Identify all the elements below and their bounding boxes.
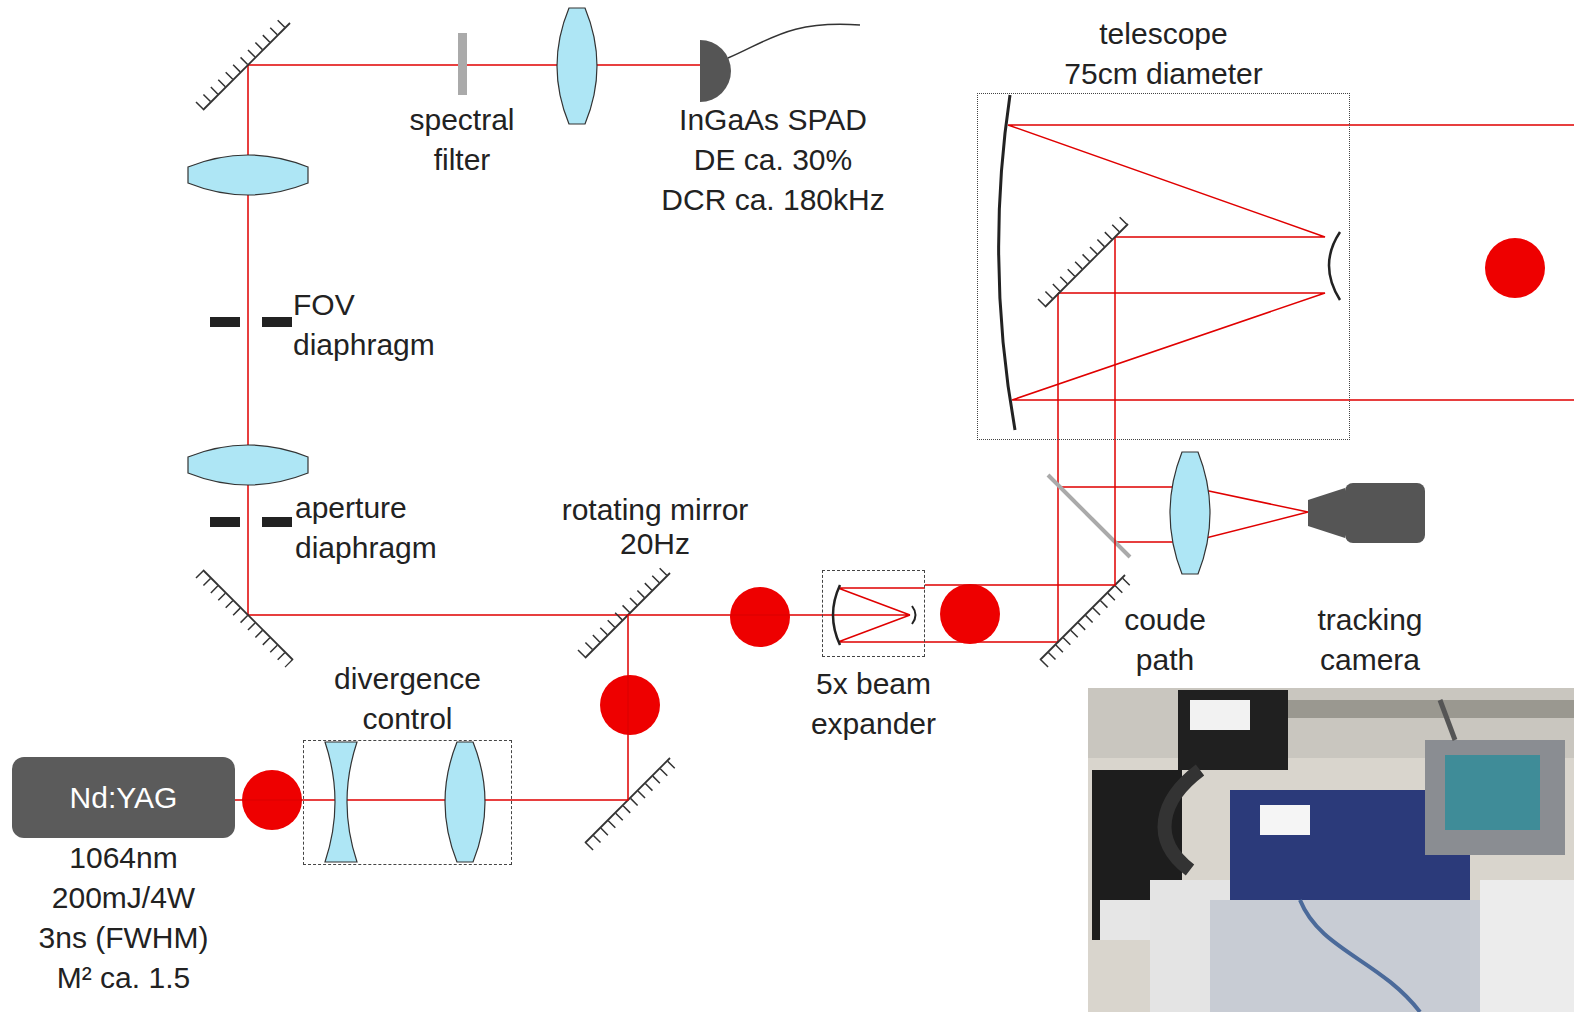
part-label: FOV diaphragm (293, 285, 463, 365)
part-label: coude path (1110, 600, 1220, 680)
beam (1012, 293, 1574, 400)
spectral-filter (458, 33, 467, 95)
laser-beam (235, 799, 303, 801)
components (210, 24, 1425, 543)
beam (1114, 237, 1116, 440)
part-label: 20Hz (620, 524, 690, 564)
mirror-hatch (1044, 579, 1129, 664)
photo-monitor (1425, 740, 1565, 855)
beam-spot (600, 675, 660, 735)
photo-screen (1445, 755, 1540, 830)
lens (557, 8, 597, 124)
text-group: divergence control (298, 659, 518, 739)
box-caption: 5x beam expander (794, 664, 954, 744)
beam (248, 65, 628, 615)
photo-hose (1165, 770, 1200, 870)
lens (1170, 452, 1210, 574)
diaphragm (262, 517, 292, 527)
box-caption: 3ns (FWHM) (39, 918, 209, 958)
photo-ground (1088, 688, 1574, 1012)
photo-sticker (1260, 805, 1310, 835)
box-caption: telescope (1064, 14, 1262, 54)
part-label: InGaAs SPAD (679, 100, 867, 140)
photo-paper (1190, 700, 1250, 730)
box-caption: 1064nm (39, 838, 209, 878)
beam-splitter (1048, 475, 1130, 557)
camera-body (1345, 483, 1425, 543)
mirror (203, 570, 293, 660)
secondary-mirror (1329, 232, 1340, 300)
text-group: 5x beam expander (794, 664, 954, 744)
laser-beam (925, 440, 1115, 585)
photo-antenna (1440, 700, 1455, 740)
beam-spot (1485, 238, 1545, 298)
beam (822, 588, 925, 642)
photo-rack (1210, 900, 1480, 1012)
expander-mirror (833, 585, 840, 645)
camera-front (1308, 488, 1345, 538)
photo (1088, 688, 1574, 1012)
mirror-hatch (589, 762, 674, 847)
text-group: 1064nm200mJ/4W3ns (FWHM)M² ca. 1.5 (39, 838, 209, 998)
concave-lens (325, 742, 357, 862)
mirrors (199, 19, 1340, 847)
beam (925, 293, 1058, 642)
lenses (188, 8, 1210, 862)
photo-laptop (1480, 880, 1574, 1012)
fold-mirror (1045, 224, 1128, 307)
lens (188, 155, 308, 195)
divergence-box: divergence control (303, 740, 512, 865)
beam-spot (730, 587, 790, 647)
box-caption: divergence control (298, 659, 518, 739)
beam-lines (248, 65, 1574, 800)
telescope-box: telescope75cm diameter (977, 93, 1350, 440)
box-caption: 75cm diameter (1064, 54, 1262, 94)
beam-expander-box: 5x beam expander (822, 570, 925, 657)
box-caption: 200mJ/4W (39, 878, 209, 918)
detector-wire (728, 24, 860, 58)
mirror-hatch (581, 569, 666, 654)
diaphragm (210, 517, 240, 527)
mirror-hatch (1041, 220, 1124, 303)
expander-mirror (912, 606, 916, 624)
mirror-hatch (199, 574, 289, 664)
mirror (203, 23, 290, 110)
beam (248, 64, 700, 66)
lens (445, 742, 485, 862)
box-caption: M² ca. 1.5 (39, 958, 209, 998)
diaphragm (262, 317, 292, 327)
part-label: rotating mirror (562, 490, 749, 530)
primary-mirror (999, 95, 1015, 430)
part-label: DCR ca. 180kHz (661, 180, 884, 220)
box-title: Nd:YAG (70, 778, 178, 818)
laser-beam (512, 615, 822, 800)
part-label: aperture diaphragm (295, 488, 465, 568)
text-group: telescope75cm diameter (1064, 14, 1262, 94)
part-label: DE ca. 30% (694, 140, 852, 180)
text-group: Nd:YAG (12, 757, 235, 838)
diaphragm (210, 317, 240, 327)
part-label: tracking camera (1295, 600, 1445, 680)
laser-box: Nd:YAG1064nm200mJ/4W3ns (FWHM)M² ca. 1.5 (12, 757, 235, 838)
photo-cable (1300, 900, 1420, 1012)
coude-mirror (1040, 575, 1125, 660)
lens (188, 445, 308, 485)
photo-head (1178, 690, 1288, 770)
beam-spot (940, 584, 1000, 644)
detector (700, 40, 731, 102)
beam (1008, 125, 1574, 237)
part-label: spectral filter (382, 100, 542, 180)
mirror-hatch (199, 19, 286, 106)
